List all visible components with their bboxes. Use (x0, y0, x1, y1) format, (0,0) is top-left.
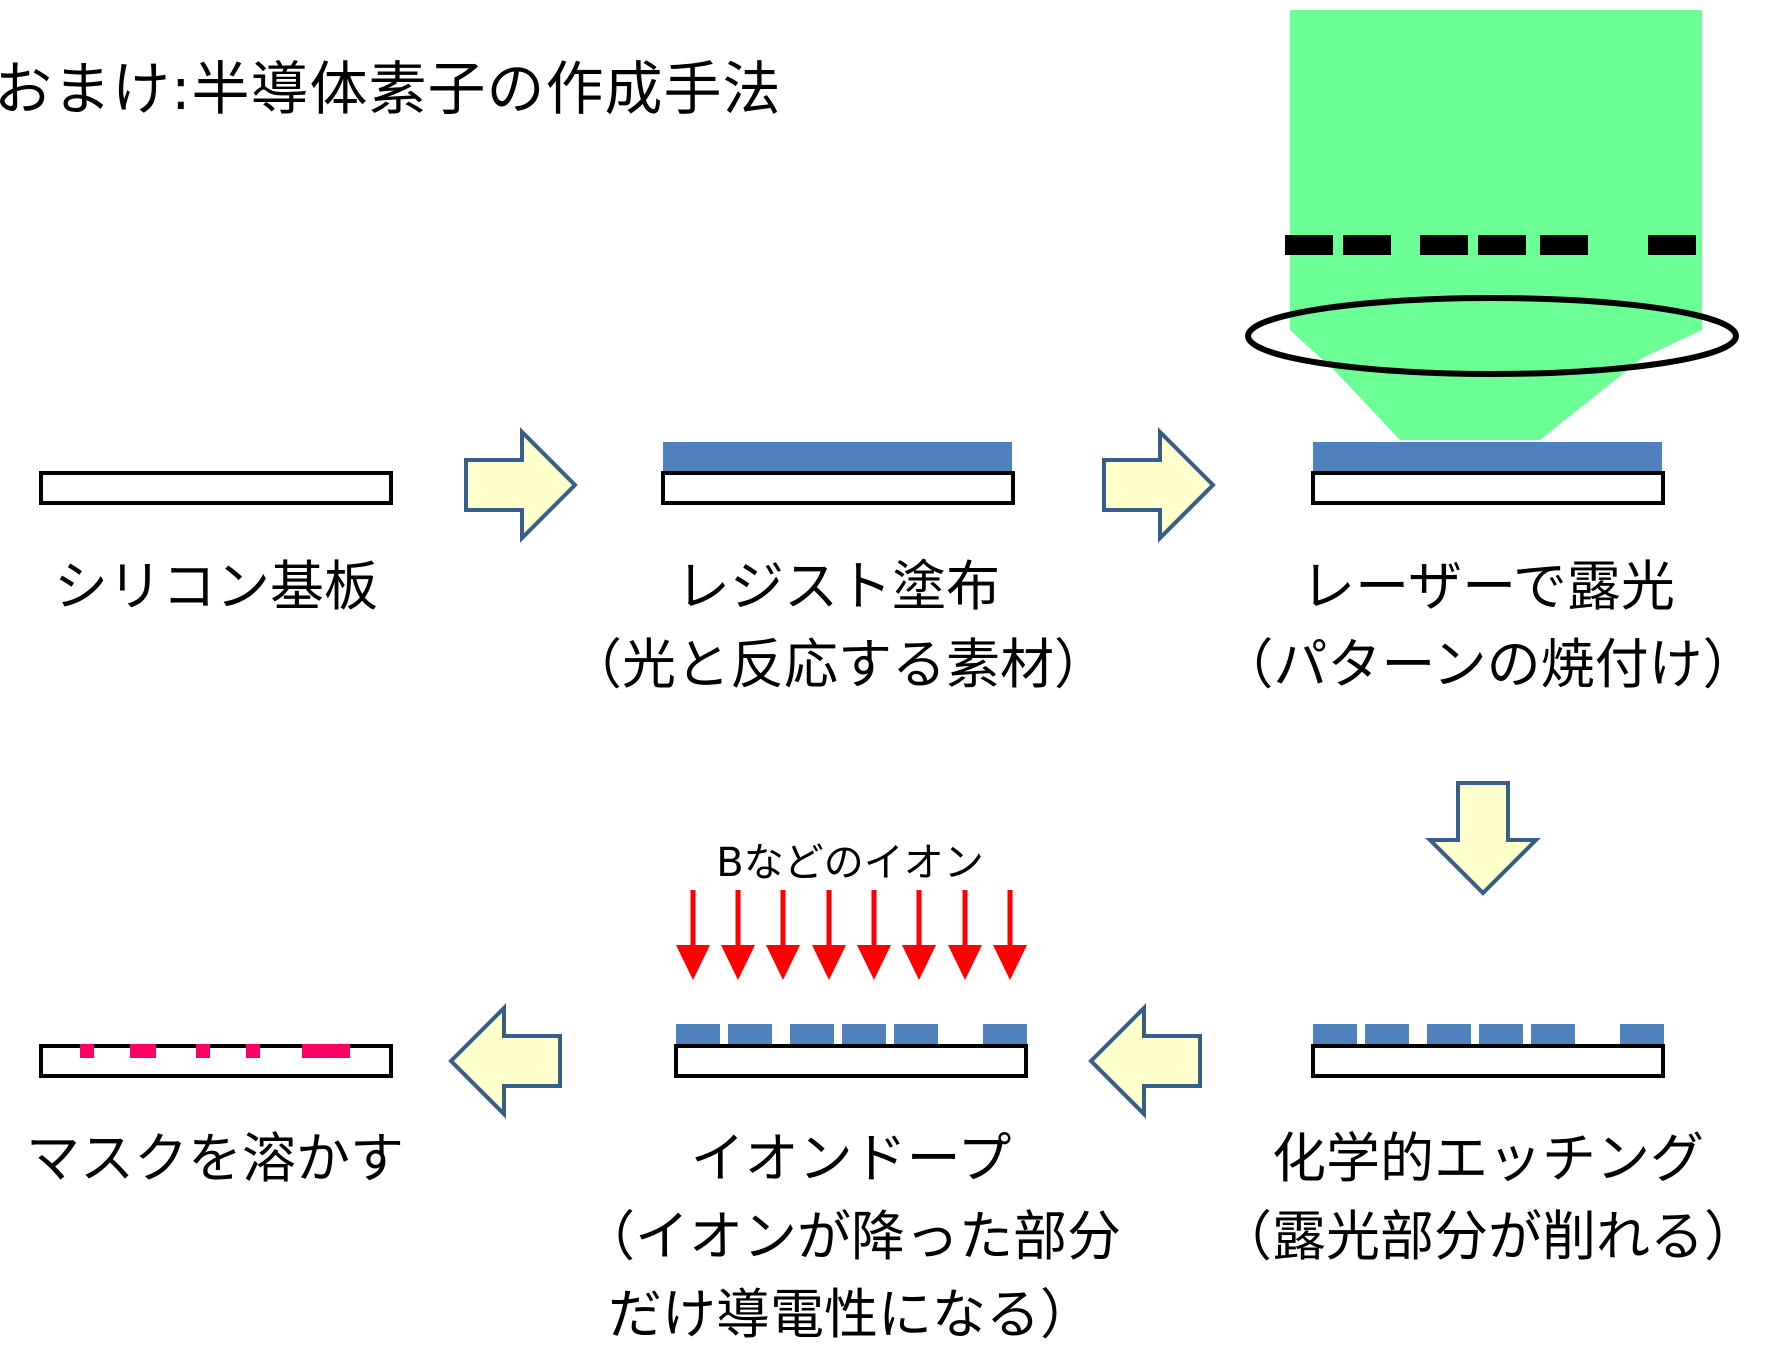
ion-arrows (676, 890, 1027, 980)
doped-region (196, 1044, 210, 1058)
resist-block (1427, 1024, 1471, 1046)
laser-beam (1290, 10, 1702, 440)
step-caption-substrate: シリコン基板 (36, 548, 396, 626)
photomask (1285, 235, 1696, 255)
step-sublabel-2: だけ導電性になる） (608, 1283, 1094, 1346)
step-caption-iondope: イオンドープ （イオンが降った部分 だけ導電性になる） (556, 1120, 1146, 1354)
flow-arrow-right-2 (1102, 427, 1216, 543)
mask-segment (1540, 235, 1588, 255)
mask-segment (1478, 235, 1526, 255)
step-label: シリコン基板 (54, 555, 378, 618)
step-label: 化学的エッチング (1272, 1127, 1704, 1190)
ion-arrow (721, 890, 755, 980)
ion-arrow (766, 890, 800, 980)
flow-arrow-left-2 (448, 1003, 562, 1119)
step-label: レジスト塗布 (676, 555, 1000, 618)
doped-regions (80, 1044, 350, 1058)
resist-layer-step2 (663, 442, 1012, 473)
step-sublabel: （露光部分が削れる） (1218, 1205, 1758, 1268)
ion-arrow (993, 890, 1027, 980)
resist-block (1620, 1024, 1664, 1046)
resist-block (894, 1024, 938, 1046)
substrate-step3 (1311, 471, 1665, 505)
step-label: レーザーで露光 (1301, 555, 1675, 618)
resist-block (1365, 1024, 1409, 1046)
mask-segment (1285, 235, 1333, 255)
mask-segment (1420, 235, 1468, 255)
resist-block (790, 1024, 834, 1046)
substrate-step5 (674, 1044, 1028, 1078)
mask-segment (1648, 235, 1696, 255)
resist-block (1531, 1024, 1575, 1046)
etched-resist-step4 (1313, 1024, 1664, 1046)
resist-block (728, 1024, 772, 1046)
step-sublabel: （光と反応する素材） (568, 633, 1108, 696)
step-caption-resist: レジスト塗布 （光と反応する素材） (548, 548, 1128, 704)
resist-block (1313, 1024, 1357, 1046)
step-caption-etching: 化学的エッチング （露光部分が削れる） (1198, 1120, 1778, 1276)
doped-region (130, 1044, 156, 1058)
flow-arrow-left-1 (1088, 1003, 1202, 1119)
step-caption-exposure: レーザーで露光 （パターンの焼付け） (1198, 548, 1778, 704)
resist-block (983, 1024, 1027, 1046)
resist-block (676, 1024, 720, 1046)
ion-arrow (676, 890, 710, 980)
flow-arrow-down (1425, 781, 1541, 896)
ion-arrow (857, 890, 891, 980)
step-label: マスクを溶かす (26, 1127, 404, 1190)
resist-layer-step3 (1313, 442, 1662, 473)
ion-arrow (902, 890, 936, 980)
mask-segment (1343, 235, 1391, 255)
flow-arrow-right-1 (464, 427, 578, 543)
ion-arrow (812, 890, 846, 980)
ion-label: Bなどのイオン (716, 840, 984, 886)
doped-region (246, 1044, 260, 1058)
substrate-step2 (661, 471, 1015, 505)
step-caption-maskremove: マスクを溶かす (0, 1120, 430, 1198)
step-label: イオンドープ (690, 1127, 1012, 1190)
ion-arrow (948, 890, 982, 980)
doped-region (302, 1044, 350, 1058)
substrate-step4 (1311, 1044, 1665, 1078)
step-sublabel: （パターンの焼付け） (1219, 633, 1757, 696)
laser-beam-taper (1290, 300, 1702, 440)
lens (1245, 295, 1739, 377)
laser-beam-column (1290, 10, 1702, 330)
substrate-step1 (39, 471, 393, 505)
step-sublabel: （イオンが降った部分 (581, 1205, 1121, 1268)
doped-region (80, 1044, 94, 1058)
resist-block (842, 1024, 886, 1046)
resist-block (1479, 1024, 1523, 1046)
slide-title: おまけ:半導体素子の作成手法 (0, 55, 782, 123)
etched-resist-step5 (676, 1024, 1027, 1046)
